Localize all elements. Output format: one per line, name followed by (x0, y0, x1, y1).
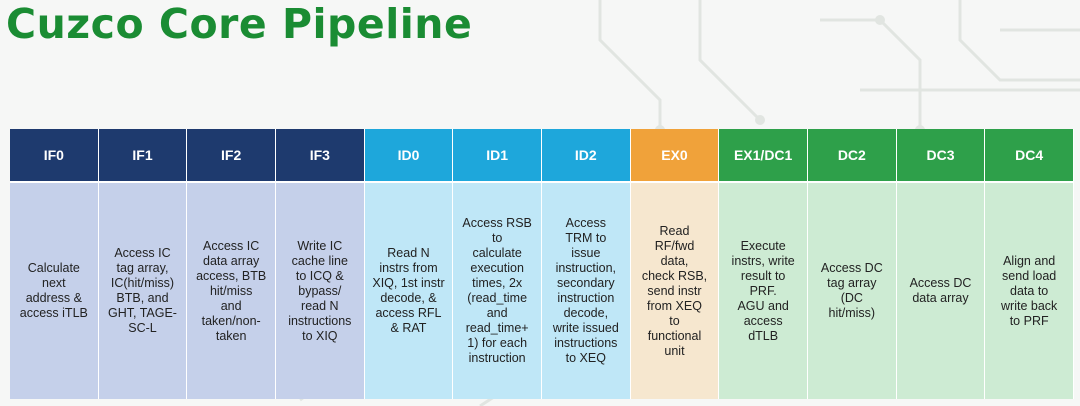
stage-description: Read RF/fwd data, check RSB, send instr … (630, 183, 720, 399)
stage-description: Calculate next address & access iTLB (10, 183, 99, 399)
stage-description: Write IC cache line to ICQ & bypass/ rea… (275, 183, 365, 399)
stage-header: EX0 (630, 129, 720, 183)
stage-description-text: Calculate next address & access iTLB (19, 261, 88, 320)
stage-description: Access TRM to issue instruction, seconda… (541, 183, 631, 399)
page-title: Cuzco Core Pipeline (6, 0, 473, 48)
stage-description-text: Access IC tag array, IC(hit/miss) BTB, a… (107, 246, 177, 335)
stage-description: Access RSB to calculate execution times,… (453, 183, 542, 399)
stage-description: Execute instrs, write result to PRF. AGU… (719, 183, 808, 399)
stage-description: Access IC data array access, BTB hit/mis… (187, 183, 276, 399)
stage-description-text: Align and send load data to write back t… (1001, 253, 1058, 328)
stage-description: Read N instrs from XIQ, 1st instr decode… (364, 183, 454, 399)
stage-description: Align and send load data to write back t… (985, 183, 1074, 399)
stage-header: DC3 (896, 129, 986, 183)
stage-header: IF2 (187, 129, 276, 183)
stage-description-text: Access TRM to issue instruction, seconda… (552, 216, 619, 365)
stage-header: EX1/DC1 (719, 129, 808, 183)
stage-description-text: Execute instrs, write result to PRF. AGU… (731, 238, 795, 343)
stage-header: DC2 (807, 129, 897, 183)
stage-header: IF3 (275, 129, 365, 183)
stage-description-text: Write IC cache line to ICQ & bypass/ rea… (288, 238, 352, 343)
stage-description: Access DC tag array (DC hit/miss) (807, 183, 897, 399)
stage-header: ID1 (453, 129, 542, 183)
stage-header: ID0 (364, 129, 454, 183)
stage-description-text: Access IC data array access, BTB hit/mis… (196, 238, 267, 343)
stage-description: Access IC tag array, IC(hit/miss) BTB, a… (98, 183, 188, 399)
stage-header: IF0 (10, 129, 99, 183)
stage-header: IF1 (98, 129, 188, 183)
stage-header: DC4 (985, 129, 1074, 183)
stage-description-text: Access DC data array (909, 276, 972, 305)
stage-description-text: Access DC tag array (DC hit/miss) (820, 261, 883, 320)
stage-header: ID2 (541, 129, 631, 183)
stage-description-text: Read N instrs from XIQ, 1st instr decode… (372, 246, 445, 335)
stage-description-text: Read RF/fwd data, check RSB, send instr … (641, 223, 708, 358)
stage-description: Access DC data array (896, 183, 986, 399)
stage-description-text: Access RSB to calculate execution times,… (462, 216, 532, 365)
